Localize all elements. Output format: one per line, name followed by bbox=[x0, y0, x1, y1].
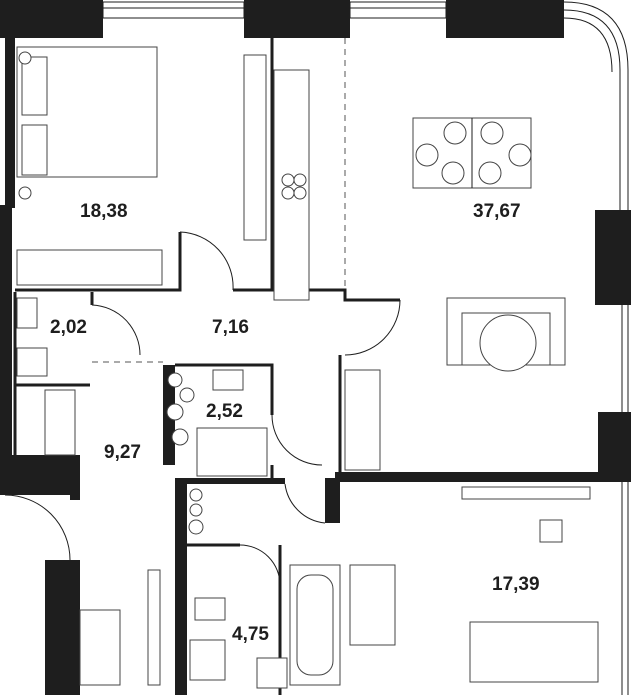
toilet-wc bbox=[16, 347, 48, 377]
room-area-entrance: 9,27 bbox=[104, 442, 141, 463]
coffee-table bbox=[479, 314, 537, 372]
room-area-wc: 2,02 bbox=[50, 317, 87, 338]
room-area-hall: 7,16 bbox=[212, 317, 249, 338]
bed-2 bbox=[469, 621, 599, 683]
room-area-living-kitchen: 37,67 bbox=[473, 201, 521, 222]
furniture bbox=[16, 46, 599, 689]
room-area-bedroom: 18,38 bbox=[80, 201, 128, 222]
sink-2 bbox=[256, 657, 288, 689]
sink bbox=[212, 369, 244, 391]
room-area-second-bedroom: 17,39 bbox=[492, 574, 540, 595]
sink-wc bbox=[16, 297, 38, 329]
toilet bbox=[194, 597, 226, 621]
washing-machine bbox=[189, 639, 226, 681]
inner-walls bbox=[13, 38, 400, 695]
coat-rack bbox=[147, 569, 161, 686]
tv-unit bbox=[243, 54, 267, 241]
windows bbox=[102, 1, 629, 695]
room-area-bathroom: 4,75 bbox=[232, 624, 269, 645]
shoe-cabinet bbox=[79, 609, 121, 686]
shower-tray bbox=[196, 427, 268, 477]
wardrobe-2 bbox=[349, 564, 396, 646]
desk bbox=[461, 486, 591, 500]
room-area-shower-room: 2,52 bbox=[206, 401, 243, 422]
wardrobe bbox=[16, 249, 163, 286]
doors bbox=[4, 231, 401, 586]
wardrobe-entrance bbox=[44, 389, 76, 456]
wardrobe-hall bbox=[344, 369, 381, 471]
